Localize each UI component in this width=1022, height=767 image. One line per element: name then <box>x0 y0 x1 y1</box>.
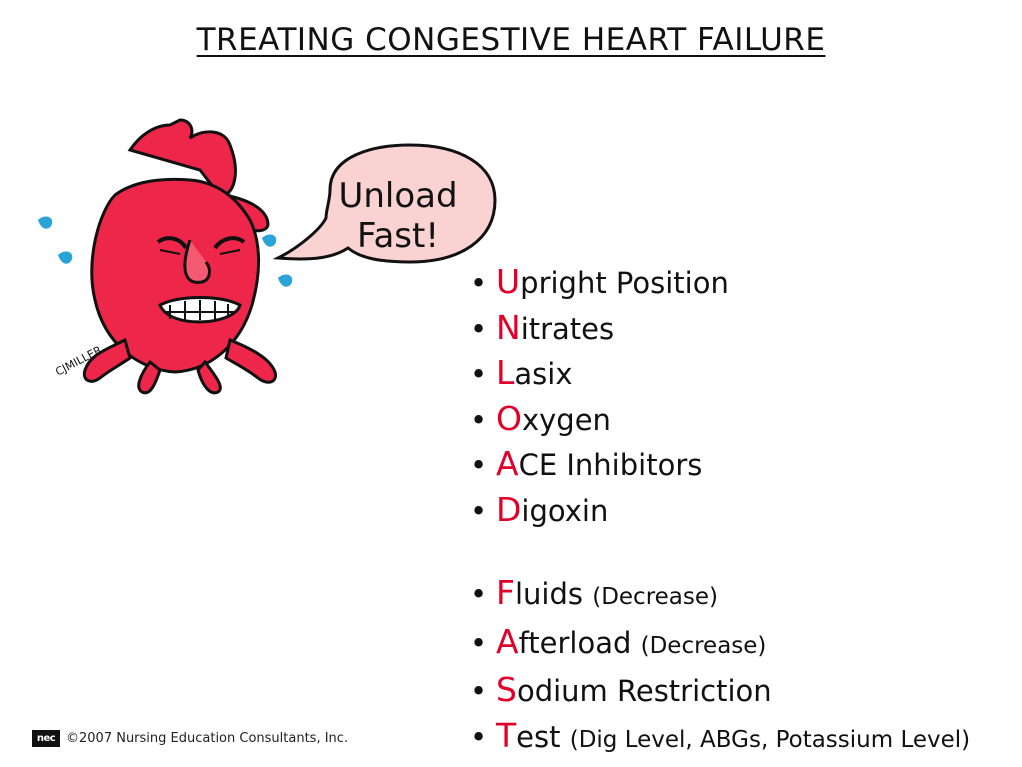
item-text: igoxin <box>521 493 609 528</box>
item-note: (Dig Level, ABGs, Potassium Level) <box>569 726 971 753</box>
heart-foot-right <box>196 359 222 395</box>
heart-left-leg <box>82 337 132 383</box>
list-item: •Upright Position <box>470 260 1020 306</box>
list-item: •ACE Inhibitors <box>470 442 1020 488</box>
tear-drop-1 <box>38 216 53 229</box>
initial-letter: N <box>496 307 521 347</box>
list-item: •Sodium Restriction <box>470 668 1020 714</box>
heart-right-leg <box>224 337 278 384</box>
list-item: •Digoxin <box>470 488 1020 534</box>
bullet-icon: • <box>470 577 488 611</box>
item-note: (Decrease) <box>592 584 718 610</box>
bullet-icon: • <box>470 357 488 391</box>
speech-bubble-text: Unload Fast! <box>318 176 478 256</box>
initial-letter: F <box>496 573 515 612</box>
initial-letter: A <box>496 444 519 483</box>
nec-logo-icon: nec <box>32 729 60 747</box>
item-text: asix <box>514 357 573 391</box>
bullet-icon: • <box>470 448 488 482</box>
initial-letter: T <box>496 715 517 755</box>
initial-letter: O <box>496 398 522 438</box>
initial-letter: D <box>496 489 522 529</box>
heart-eye-right <box>213 236 246 250</box>
item-text: xygen <box>521 402 611 437</box>
speech-bubble <box>272 143 497 264</box>
copyright-text: ©2007 Nursing Education Consultants, Inc… <box>66 730 349 746</box>
item-note: (Decrease) <box>640 632 767 659</box>
slide-title-text: TREATING CONGESTIVE HEART FAILURE <box>196 22 826 58</box>
mnemonic-list: •Upright Position •Nitrates •Lasix •Oxyg… <box>470 260 1020 762</box>
item-text: itrates <box>520 311 615 346</box>
tear-drop-4 <box>278 274 293 287</box>
initial-letter: A <box>496 621 519 661</box>
list-item: •Fluids (Decrease) <box>470 571 1020 620</box>
list-item: •Nitrates <box>470 306 1020 352</box>
initial-letter: S <box>496 670 517 709</box>
item-text: luids <box>514 577 583 611</box>
list-item: •Lasix <box>470 351 1020 397</box>
initial-letter: U <box>496 262 521 301</box>
initial-letter: L <box>496 353 515 392</box>
tear-drop-3 <box>262 234 277 247</box>
bullet-icon: • <box>470 719 488 754</box>
bullet-icon: • <box>470 311 488 346</box>
item-text: fterload <box>518 625 632 660</box>
heart-foot-left <box>137 359 162 395</box>
item-text: CE Inhibitors <box>518 448 703 482</box>
bullet-icon: • <box>470 402 488 437</box>
footer: nec ©2007 Nursing Education Consultants,… <box>32 728 348 748</box>
heart-nose <box>183 239 211 284</box>
bullet-icon: • <box>470 674 488 708</box>
item-text: est <box>516 719 561 754</box>
list-item: •Oxygen <box>470 397 1020 443</box>
item-text: pright Position <box>520 266 729 300</box>
heart-eye-left <box>156 236 188 250</box>
bullet-icon: • <box>470 493 488 528</box>
heart-body <box>90 177 260 374</box>
list-item: •Test (Dig Level, ABGs, Potassium Level) <box>470 714 1020 763</box>
bubble-line-2: Fast! <box>357 216 439 256</box>
heart-illustration: CJMILLER <box>38 118 497 395</box>
slide-title: TREATING CONGESTIVE HEART FAILURE <box>0 22 1022 58</box>
tear-drop-2 <box>58 251 73 264</box>
item-text: odium Restriction <box>516 674 772 708</box>
list-item: •Afterload (Decrease) <box>470 620 1020 669</box>
bullet-icon: • <box>470 625 488 660</box>
bullet-icon: • <box>470 266 488 300</box>
bubble-line-1: Unload <box>338 176 458 216</box>
